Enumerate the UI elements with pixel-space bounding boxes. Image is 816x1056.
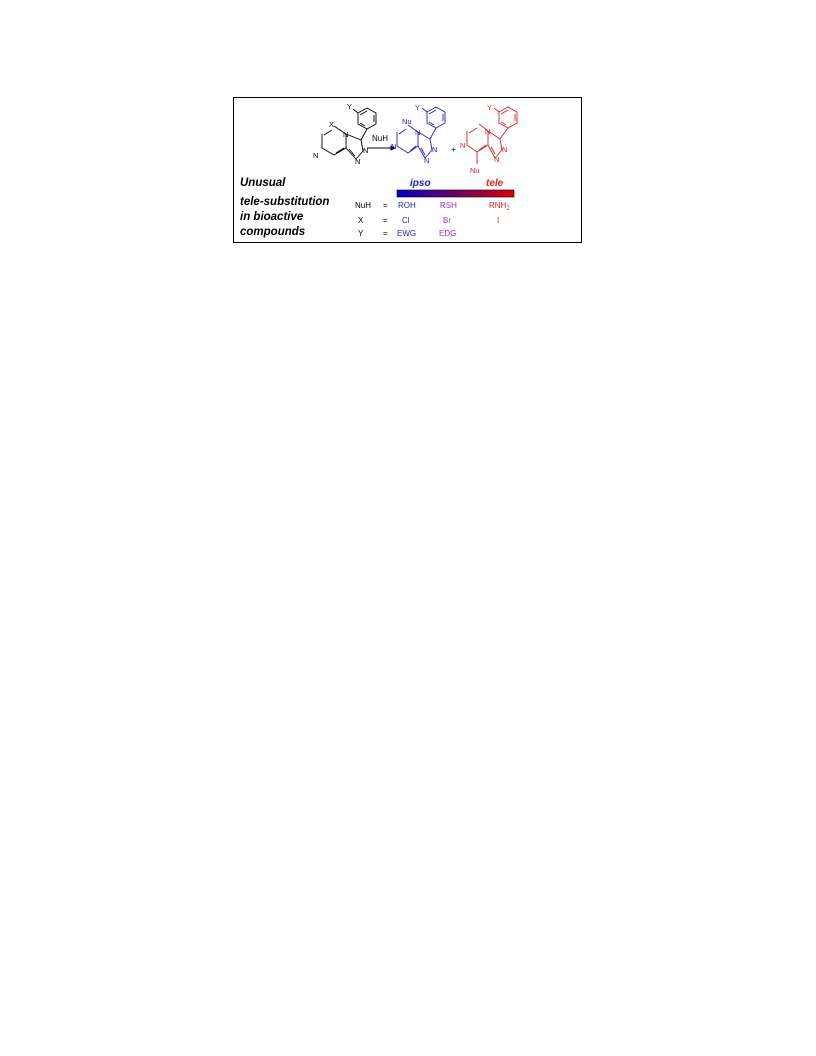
row-nuh-value-3-subscript: 2 [506, 206, 510, 212]
row-x-value-2: Br [443, 216, 451, 225]
tele-y-label: Y [487, 103, 492, 112]
plus-sign: + [451, 145, 456, 154]
tele-header: tele [486, 178, 504, 189]
row-x-key: X [358, 216, 364, 225]
row-y-eq: = [383, 229, 388, 238]
row-nuh-key: NuH [355, 201, 371, 210]
ipso-nu-label: Nu [402, 117, 412, 126]
tele-n-label-2: N [502, 145, 507, 154]
row-y-key: Y [358, 229, 364, 238]
tele-n-label-1: N [485, 127, 490, 136]
ipso-y-label: Y [415, 103, 420, 112]
title-line-3: in bioactive [240, 211, 304, 223]
start-n-label-3: N [355, 157, 360, 166]
row-nuh-eq: = [383, 201, 388, 210]
title-line-1: Unusual [240, 177, 286, 189]
tele-n-label-3: N [494, 155, 499, 164]
ipso-header: ipso [410, 178, 431, 189]
row-nuh-value-2: RSH [440, 201, 457, 210]
ipso-product [396, 106, 446, 159]
start-n-label-1: N [343, 130, 348, 139]
ipso-n-label-4: N [391, 142, 396, 151]
reagent-label: NuH [372, 134, 388, 143]
start-n-label-2: N [363, 146, 368, 155]
ipso-n-label-3: N [424, 156, 429, 165]
row-x-eq: = [383, 216, 388, 225]
ipso-n-label-1: N [415, 128, 420, 137]
ipso-n-label-2: N [432, 145, 437, 154]
title-line-4: compounds [240, 226, 305, 238]
row-y-value-1: EWG [397, 229, 416, 238]
row-x-value-3: I [497, 216, 499, 225]
scheme-frame: Y X N N N N NuH Y Nu N N N N + [233, 97, 582, 243]
tele-product [466, 106, 518, 164]
start-x-label: X [329, 120, 334, 129]
start-n-label-4: N [313, 151, 318, 160]
row-x-value-1: Cl [402, 216, 410, 225]
row-y-value-2: EDG [439, 229, 456, 238]
title-line-2: tele-substitution [240, 196, 329, 208]
reaction-scheme: Y X N N N N NuH Y Nu N N N N + [240, 102, 518, 238]
row-nuh-value-3: RNH2 [489, 201, 510, 212]
starting-material [321, 107, 377, 160]
start-y-label: Y [347, 102, 352, 111]
ipso-tele-gradient-bar [396, 189, 515, 198]
tele-n-label-4: N [460, 141, 465, 150]
tele-nu-label: Nu [470, 166, 480, 175]
row-nuh-value-1: ROH [398, 201, 416, 210]
